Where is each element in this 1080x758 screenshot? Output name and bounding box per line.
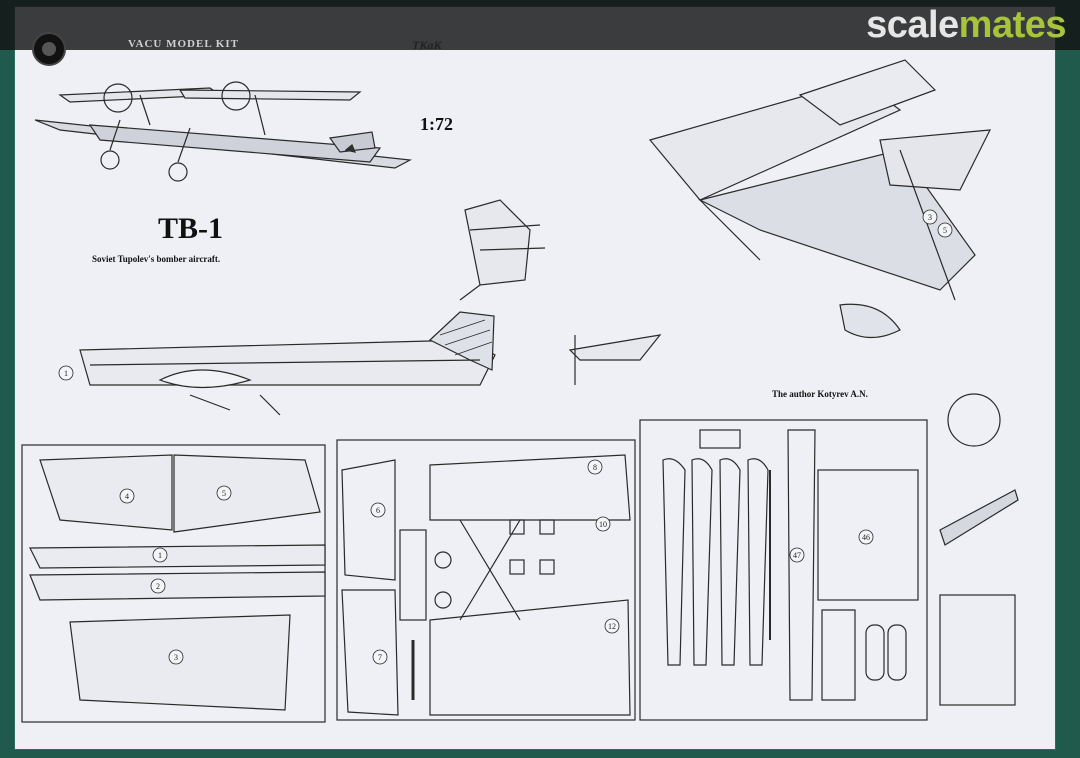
svg-text:5: 5 xyxy=(943,226,947,235)
svg-text:4: 4 xyxy=(125,492,129,501)
scale-label: 1:72 xyxy=(420,114,453,134)
svg-text:12: 12 xyxy=(608,622,616,631)
brand-part-1: scale xyxy=(866,4,959,46)
svg-text:8: 8 xyxy=(593,463,597,472)
scalemates-watermark[interactable]: scalemates xyxy=(866,4,1066,47)
maker-logo: ТКаК xyxy=(412,38,442,52)
svg-text:7: 7 xyxy=(378,653,382,662)
brand-part-2: mates xyxy=(958,4,1067,46)
svg-text:3: 3 xyxy=(928,213,932,222)
detail-drawing xyxy=(939,393,1019,706)
svg-text:1: 1 xyxy=(64,369,68,378)
svg-text:1: 1 xyxy=(158,551,162,560)
wing-assembly-diagram xyxy=(648,59,992,339)
svg-text:46: 46 xyxy=(862,533,870,542)
svg-text:5: 5 xyxy=(222,489,226,498)
model-subtitle: Soviet Tupolev's bomber aircraft. xyxy=(92,254,221,264)
kit-type-label: VACU MODEL KIT xyxy=(128,38,239,50)
svg-text:10: 10 xyxy=(599,520,607,529)
aircraft-illustration xyxy=(34,81,413,182)
svg-text:6: 6 xyxy=(376,506,380,515)
fuselage-diagram xyxy=(79,311,496,416)
parts-panel-2 xyxy=(336,439,636,721)
author-credit: The author Kotyrev A.N. xyxy=(772,389,868,399)
tail-diagram xyxy=(568,334,662,385)
site-logo-icon[interactable] xyxy=(32,32,66,66)
site-header-bar xyxy=(0,0,1080,50)
cockpit-diagram xyxy=(459,199,546,301)
svg-text:3: 3 xyxy=(174,653,178,662)
model-title: TB-1 xyxy=(158,212,224,245)
svg-text:2: 2 xyxy=(156,582,160,591)
svg-text:47: 47 xyxy=(793,551,801,560)
